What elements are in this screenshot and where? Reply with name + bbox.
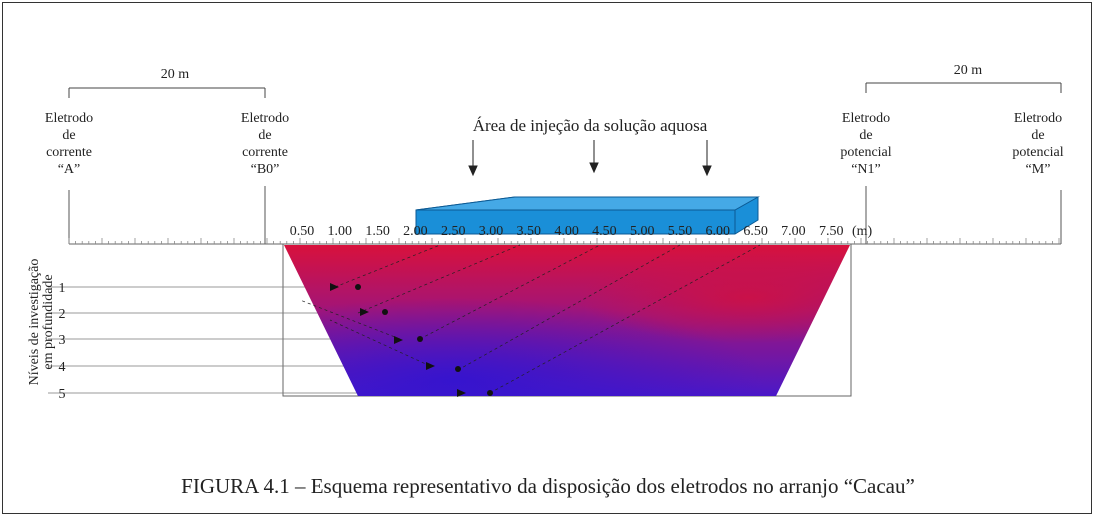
scale-tick-label: 6.00 [706,224,731,239]
diagonal-line [357,244,521,314]
distance-label-right: 20 m [954,63,983,78]
arrow-marker [360,308,369,316]
scale-tick-label: 7.50 [819,224,844,239]
figure-caption: FIGURA 4.1 – Esquema representativo da d… [181,474,915,498]
arrow-marker [426,362,435,370]
diagonal-line [457,244,681,371]
axis-label-line1: Níveis de investigação [27,259,42,386]
diagonal-line [329,319,431,367]
electrode-point-marker [487,390,493,396]
scale-tick-label: 6.50 [743,224,768,239]
level-label: 3 [59,333,66,348]
electrode-point-marker [355,284,361,290]
scale-tick-label: 3.50 [517,224,542,239]
scale-tick-label: 4.00 [554,224,579,239]
injection-arrows [468,140,712,177]
scale-tick-label: 0.50 [290,224,315,239]
arrow-marker [330,283,339,291]
scale-tick-label: 1.50 [365,224,390,239]
electrode-point-marker [455,366,461,372]
level-label: 4 [59,360,66,375]
scale-tick-label: 7.00 [781,224,806,239]
diagonal-line [419,244,601,340]
scale-unit: (m) [852,224,873,239]
diagonal-line [334,244,441,288]
distance-label-left: 20 m [161,67,190,82]
scale-tick-label: 5.00 [630,224,655,239]
distance-bracket-left [68,87,266,98]
level-label: 1 [59,281,66,296]
distance-bracket-right [865,82,1062,93]
scale-tick-label: 4.50 [592,224,617,239]
scale-tick-label: 2.50 [441,224,466,239]
axis-label-line2: em profundidade [41,274,56,369]
injection-tank [415,196,760,235]
electrode-point-marker [382,309,388,315]
injection-label: Área de injeção da solução aquosa [473,116,708,135]
electrode-point-marker [417,336,423,342]
scale-tick-label: 1.00 [328,224,353,239]
level-label: 2 [59,307,66,322]
resistivity-section [284,245,850,396]
level-label: 5 [59,387,66,402]
scale-tick-label: 3.00 [479,224,504,239]
scale-tick-label: 5.50 [668,224,693,239]
arrow-marker [394,336,403,344]
scale-tick-label: 2.00 [403,224,428,239]
arrow-marker [457,389,466,397]
